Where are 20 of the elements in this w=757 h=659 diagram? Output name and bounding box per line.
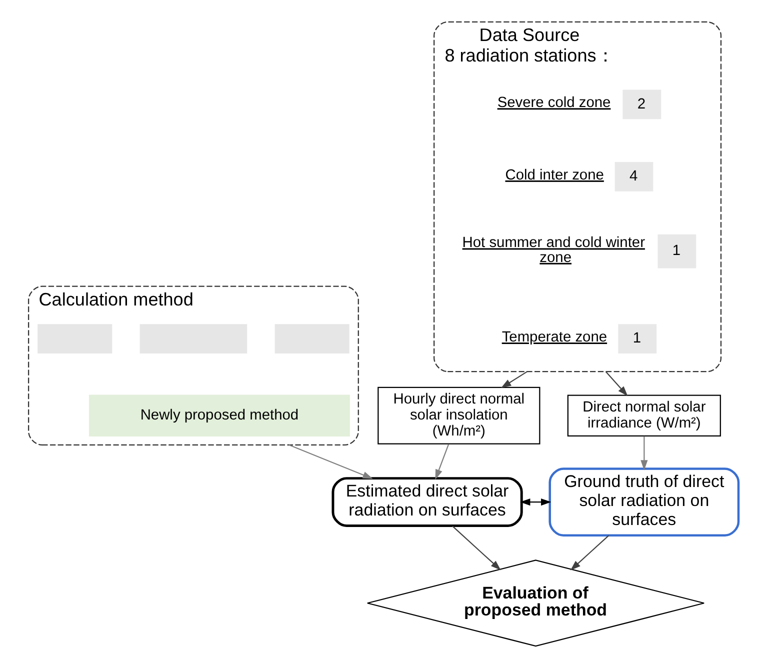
node-label: Temperate zone [501, 330, 607, 346]
arrow [434, 444, 449, 480]
arrow [500, 371, 528, 388]
arrow [452, 526, 500, 570]
node-box [139, 324, 247, 354]
node-label: Severe cold zone [496, 95, 610, 112]
node-box [37, 324, 112, 354]
node-box: Hourly direct normal solar insolation (Wh/m²) [377, 386, 540, 444]
node-label: Hot summer and cold winter zone [462, 235, 644, 266]
node-box: Newly proposed method [88, 394, 350, 437]
arrow [288, 444, 372, 479]
node-box: Estimated direct solar radiation on surfaces [331, 477, 522, 527]
arrow [520, 498, 551, 506]
arrow [604, 371, 628, 396]
node-label: Cold inter zone [504, 167, 604, 184]
node-box: Direct normal solar irradiance (W/m²) [566, 394, 720, 437]
arrow [570, 535, 609, 570]
arrow [640, 436, 648, 470]
node-box: Ground truth of direct solar radiation on surfaces [548, 468, 740, 536]
node-box [274, 324, 349, 354]
